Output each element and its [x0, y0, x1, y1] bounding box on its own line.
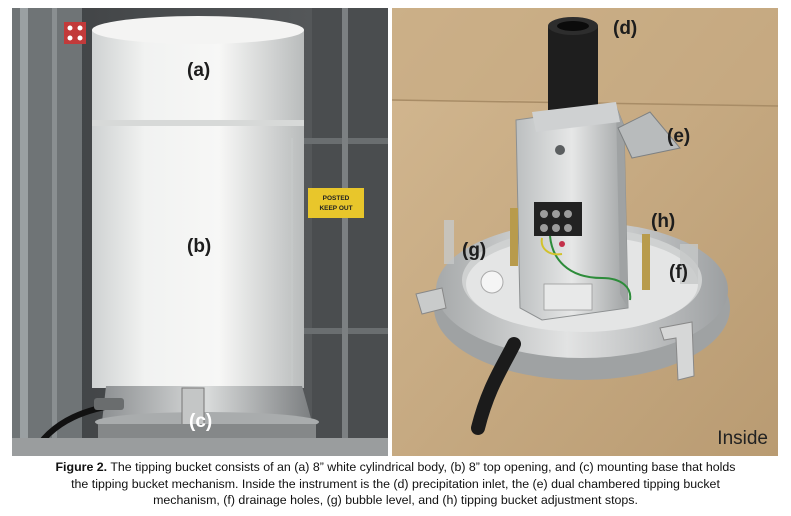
label-e: (e) — [667, 126, 691, 147]
photo-tipping-bucket-exterior: POSTED KEEP OUT (a) (b) (c) — [12, 8, 388, 456]
label-b: (b) — [187, 236, 212, 257]
label-d: (d) — [613, 18, 638, 39]
photo-tipping-bucket-interior: (d) (e) (h) (g) (f) Inside — [392, 8, 778, 456]
keep-out-sign: POSTED KEEP OUT — [308, 188, 364, 218]
interior-photo-drawing — [392, 8, 778, 456]
exterior-photo-drawing: POSTED KEEP OUT — [12, 8, 388, 456]
caption-line-1-text: The tipping bucket consists of an (a) 8”… — [107, 460, 736, 474]
caption-line-3: mechanism, (f) drainage holes, (g) bubbl… — [153, 493, 638, 507]
figure-caption: Figure 2. The tipping bucket consists of… — [0, 459, 791, 509]
inside-label: Inside — [717, 428, 768, 449]
label-c: (c) — [189, 411, 213, 432]
label-f: (f) — [669, 262, 688, 283]
label-h: (h) — [651, 211, 676, 232]
label-a: (a) — [187, 60, 211, 81]
figure-label: Figure 2. — [55, 460, 108, 474]
svg-text:KEEP OUT: KEEP OUT — [319, 205, 352, 212]
label-g: (g) — [462, 240, 487, 261]
caption-line-2: the tipping bucket mechanism. Inside the… — [71, 476, 720, 491]
svg-text:POSTED: POSTED — [323, 195, 350, 202]
caption-line-1: Figure 2. The tipping bucket consists of… — [0, 459, 791, 476]
